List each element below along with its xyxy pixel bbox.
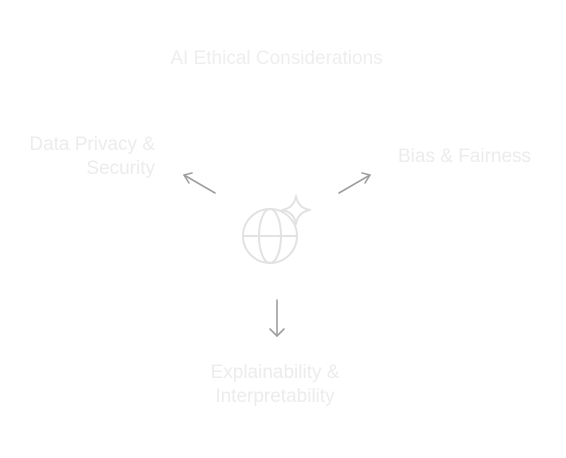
arrow-to-privacy bbox=[183, 172, 216, 194]
diagram-title: AI Ethical Considerations bbox=[170, 48, 383, 69]
arrow-to-explainability bbox=[269, 299, 285, 337]
branch-label-privacy: Data Privacy & Security bbox=[29, 134, 155, 179]
globe-sparkle-icon bbox=[242, 195, 311, 264]
branch-label-bias: Bias & Fairness bbox=[398, 146, 532, 167]
arrow-to-bias bbox=[338, 172, 371, 194]
branch-label-explainability: Explainability & Interpretability bbox=[210, 362, 340, 407]
